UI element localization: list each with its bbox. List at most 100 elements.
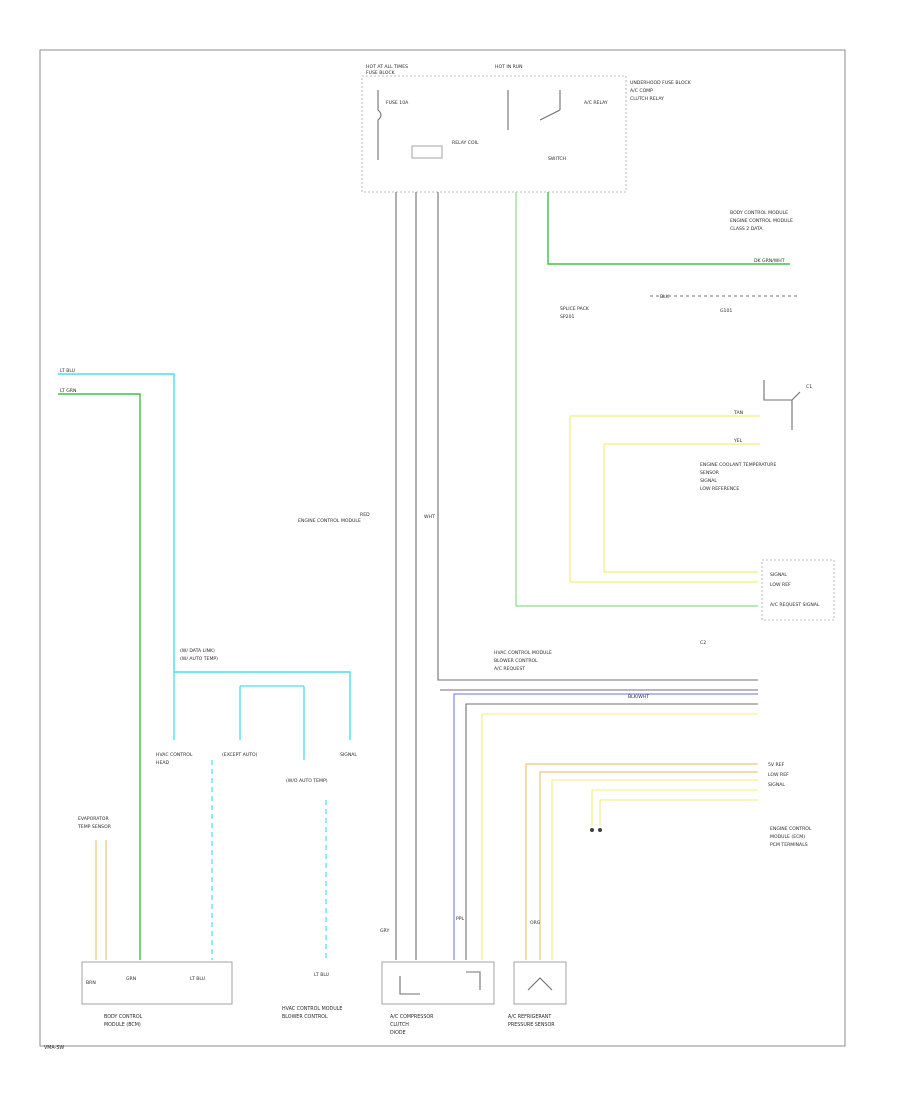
fuse-left xyxy=(377,90,382,160)
wire-cyan-main xyxy=(58,373,351,740)
hvac-ctrl-label-3: (EXCEPT AUTO) xyxy=(222,752,258,758)
ecm-ref-2: ENGINE CONTROL MODULE xyxy=(730,218,793,224)
coolant-sensor-symbol xyxy=(763,380,801,430)
wire-label-ltgrn: LT GRN xyxy=(60,388,76,394)
relay-coil-box xyxy=(411,145,443,159)
bcm-pin-3: LT BLU xyxy=(190,976,205,982)
evap-temp-label-3: SIGNAL xyxy=(340,752,357,758)
wire-yellow-4 xyxy=(551,779,758,960)
connector-node-2 xyxy=(598,828,602,832)
ground-note: G101 xyxy=(720,308,732,314)
wire-orange-2 xyxy=(539,771,758,960)
press-sensor-label: A/C REFRIGERANT xyxy=(508,1014,551,1020)
hvac-ctrl-label-4: (W/O AUTO TEMP) xyxy=(286,778,328,784)
bcm-ctrl-label: BODY CONTROL xyxy=(104,1014,143,1020)
wire-label-org: ORG xyxy=(530,920,541,926)
wire-ecm-bundle-2 xyxy=(465,703,758,960)
wire-label-tan: TAN xyxy=(733,410,743,416)
wire-yellow-3 xyxy=(481,713,758,960)
ecm-connector-1 xyxy=(761,559,835,621)
hvac-main-label: HVAC CONTROL MODULE xyxy=(282,1006,342,1012)
relay-switch-label-2: SWITCH xyxy=(548,156,566,162)
bcm-ctrl-label-2: MODULE (BCM) xyxy=(104,1022,141,1028)
wire-orange-1 xyxy=(525,763,758,960)
ecm-sig-label-2: LOW REF xyxy=(770,582,791,588)
fuse-block-box xyxy=(361,75,627,193)
wire-yellow-5 xyxy=(591,789,758,826)
relay-note: UNDERHOOD FUSE BLOCK xyxy=(630,80,692,86)
wire-lightgreen-relay xyxy=(515,192,758,607)
coolant-sensor-label: ENGINE COOLANT TEMPERATURE xyxy=(700,462,776,468)
ecm-sig-low: LOW REF xyxy=(768,772,789,778)
ecm-main-label: ENGINE CONTROL xyxy=(770,826,812,832)
ecm-ref-3: CLASS 2 DATA xyxy=(730,226,763,232)
bcm-ctrl-4: (W/ AUTO TEMP) xyxy=(180,656,218,662)
wire-green-relay xyxy=(547,192,790,265)
wire-label-yel: YEL xyxy=(733,438,743,444)
hvac-ctrl-label-2: HEAD xyxy=(156,760,169,766)
hvac-note-2: BLOWER CONTROL xyxy=(494,658,538,664)
wire-label-wht: WHT xyxy=(424,514,435,520)
wire-label-dkgrn: DK GRN/WHT xyxy=(754,258,785,264)
wire-blue xyxy=(453,693,758,960)
hvac-ctrl-label: HVAC CONTROL xyxy=(156,752,193,758)
relay-switch-label: A/C RELAY xyxy=(584,100,608,106)
wire-label-blk: BLK xyxy=(660,294,670,300)
diagram-frame xyxy=(39,49,846,1047)
ecm-conn-label: C2 xyxy=(700,640,706,646)
wire-label-ltblu: LT BLU xyxy=(60,368,75,374)
page-code: VMA-SW xyxy=(44,1045,64,1051)
press-sensor-symbol xyxy=(527,977,553,991)
ecm-ref-mid: ENGINE CONTROL MODULE xyxy=(298,518,361,524)
bcm-pin-2: GRN xyxy=(126,976,136,982)
wire-yellow-6 xyxy=(599,799,758,826)
wire-label-blkwht: BLK/WHT xyxy=(628,694,649,700)
relay-note-2: A/C COMP xyxy=(630,88,653,94)
comp-clutch-symbol xyxy=(399,971,481,995)
relay-coil-label: RELAY COIL xyxy=(452,140,479,146)
ecm-main-label-2: MODULE (ECM) xyxy=(770,834,805,840)
press-sensor-label-2: PRESSURE SENSOR xyxy=(508,1022,555,1028)
wire-yellow-2 xyxy=(603,443,760,573)
hvac-pin: LT BLU xyxy=(314,972,329,978)
wire-label-gry: GRY xyxy=(380,928,389,934)
hvac-note-3: A/C REQUEST xyxy=(494,666,525,672)
comp-clutch-label: A/C COMPRESSOR xyxy=(390,1014,434,1020)
coolant-sensor-label-4: LOW REFERENCE xyxy=(700,486,739,492)
fuse-small-label: FUSE 10A xyxy=(386,100,409,106)
relay-note-3: CLUTCH RELAY xyxy=(630,96,664,102)
hot-run-label: HOT IN RUN xyxy=(495,64,523,70)
wire-fuse-to-ecm xyxy=(437,192,758,681)
splice-note-2: SP201 xyxy=(560,314,575,320)
wire-yellow-1 xyxy=(569,415,760,583)
press-sensor-box xyxy=(513,961,567,1005)
wire-label-ppl: PPL xyxy=(456,916,465,922)
fuse-block-label-2: FUSE BLOCK xyxy=(366,70,396,76)
evap-temp-label: EVAPORATOR xyxy=(78,816,109,822)
ecm-sig-label-3: A/C REQUEST SIGNAL xyxy=(770,602,820,608)
hvac-main-label-2: BLOWER CONTROL xyxy=(282,1014,328,1020)
fuse-block-label: HOT AT ALL TIMES xyxy=(366,64,408,70)
bcm-pin-1: BRN xyxy=(86,980,96,986)
splice-note: SPLICE PACK xyxy=(560,306,590,312)
ecm-sig-label: SIGNAL xyxy=(770,572,787,578)
relay-contact xyxy=(507,90,561,130)
ecm-ref: BODY CONTROL MODULE xyxy=(730,210,788,216)
connector-node-1 xyxy=(590,828,594,832)
evap-temp-label-2: TEMP SENSOR xyxy=(77,824,112,830)
coolant-sensor-label-3: SIGNAL xyxy=(700,478,717,484)
ecm-sig-5v: 5V REF xyxy=(768,762,785,768)
hvac-note: HVAC CONTROL MODULE xyxy=(494,650,552,656)
wire-green-left xyxy=(58,393,141,960)
comp-clutch-box xyxy=(381,961,495,1005)
comp-clutch-label-3: DIODE xyxy=(390,1030,406,1036)
coolant-sensor-label-2: SENSOR xyxy=(700,470,720,476)
pcm-term-label: PCM TERMINALS xyxy=(770,842,808,848)
ecm-sig-signal: SIGNAL xyxy=(768,782,785,788)
comp-clutch-label-2: CLUTCH xyxy=(390,1022,409,1028)
ect-conn-label: C1 xyxy=(806,384,812,390)
bcm-ctrl-3: (W/ DATA LINK) xyxy=(180,648,215,654)
wire-label-red: RED xyxy=(360,512,370,518)
bcm-module-box xyxy=(81,961,233,1005)
